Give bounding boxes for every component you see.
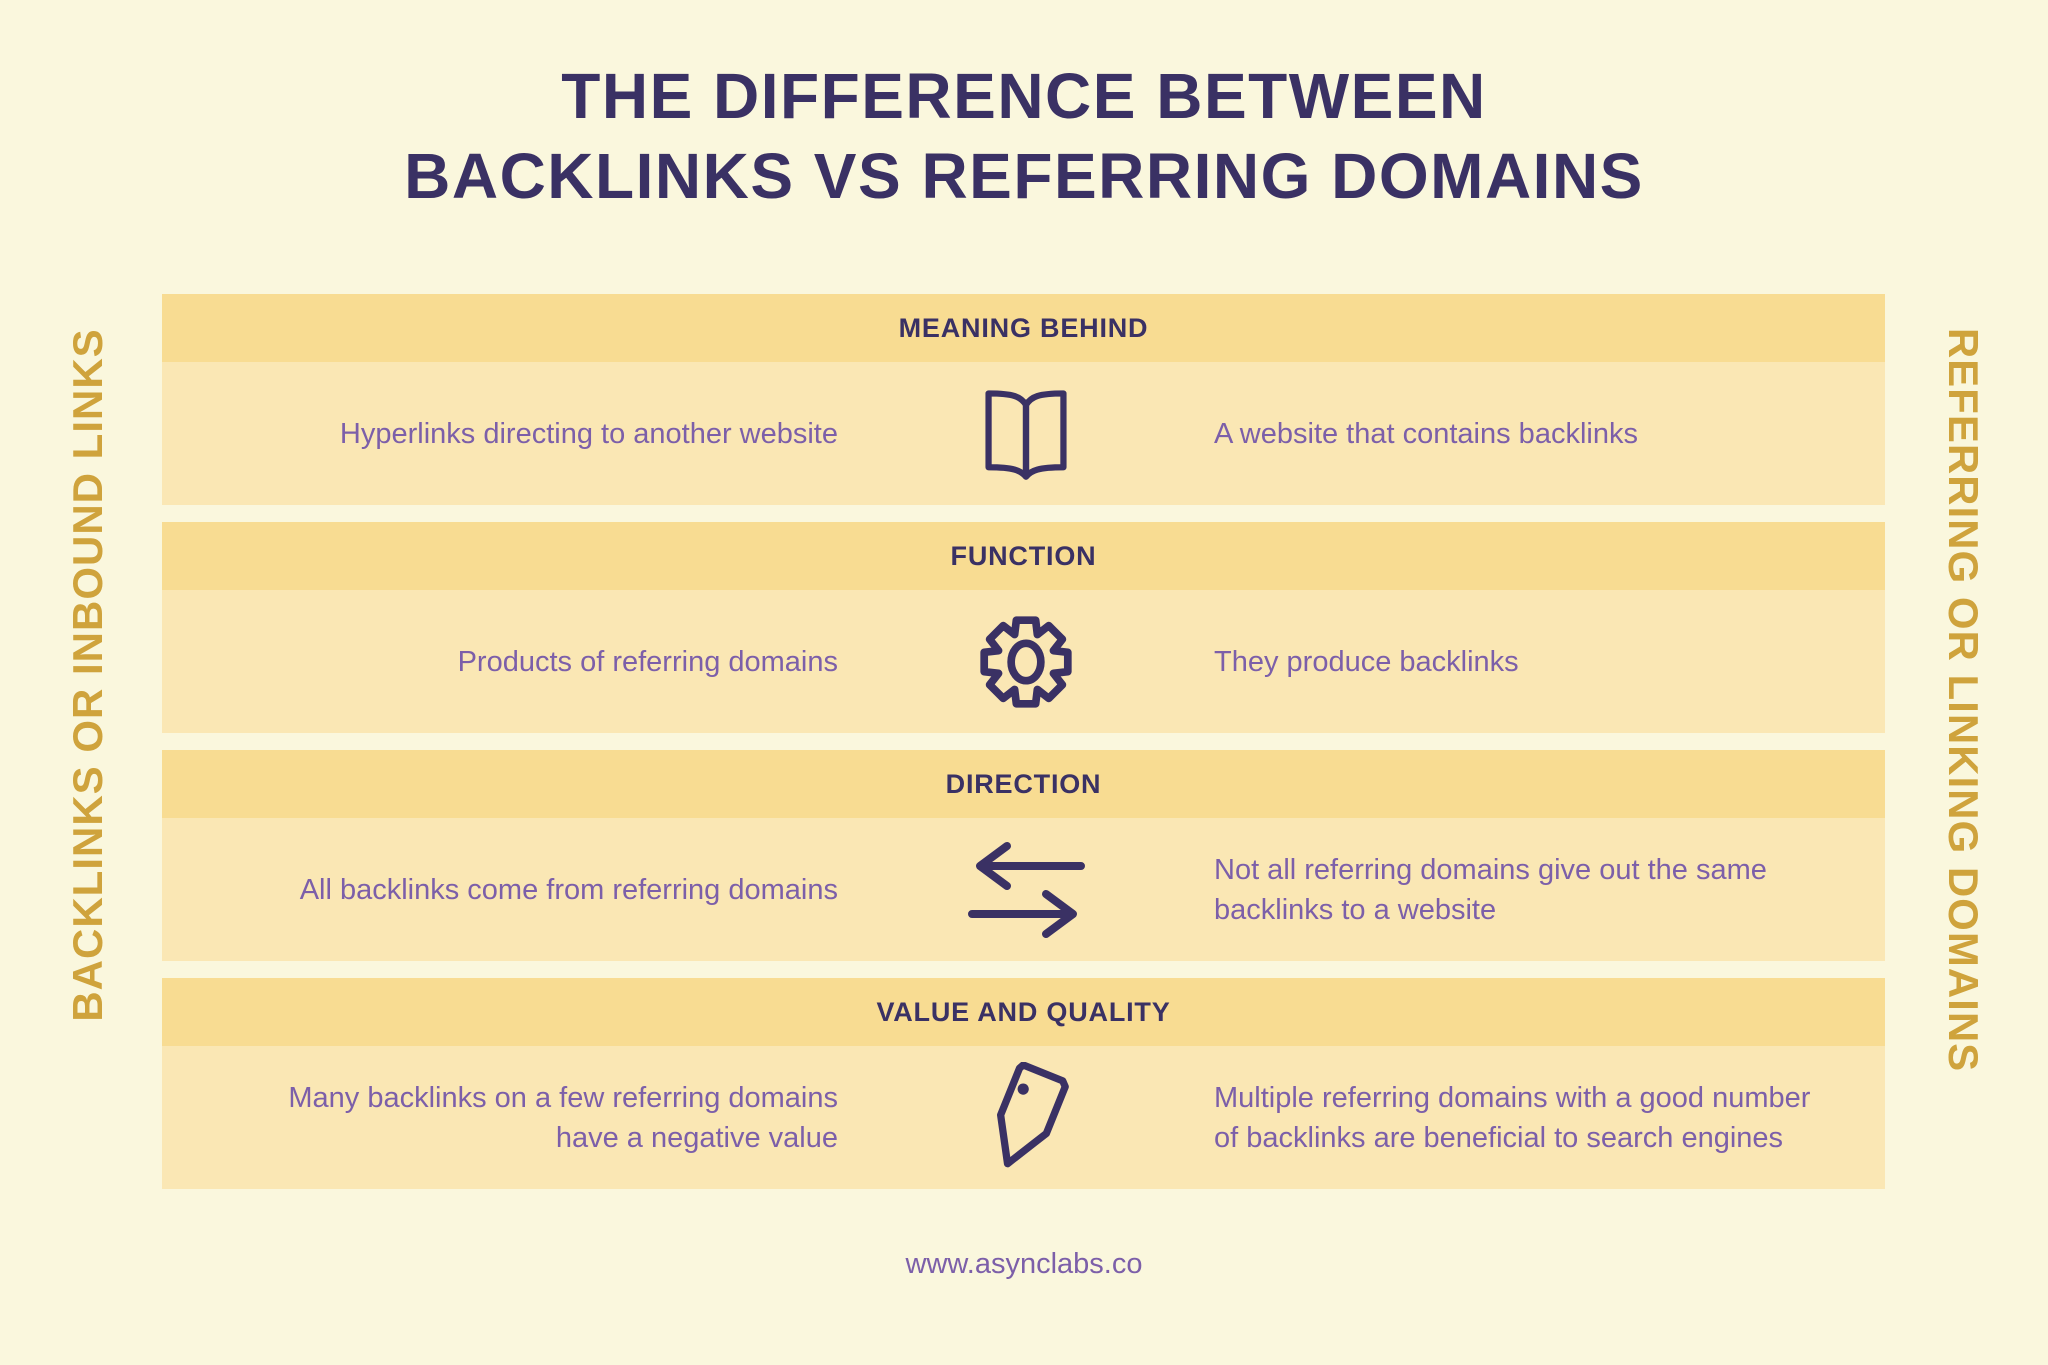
section-content: Many backlinks on a few referring domain… [162,1046,1885,1189]
section-content: Products of referring domains They produ… [162,590,1885,733]
footer-url: www.asynclabs.co [905,1248,1143,1280]
price-tag-icon [838,1046,1214,1189]
backlinks-meaning-text: Hyperlinks directing to another website [339,417,838,450]
section-header: VALUE AND QUALITY [162,978,1885,1046]
section-function: FUNCTION Products of referring domains T… [162,522,1885,733]
domains-function-text: They produce backlinks [1214,645,1519,678]
section-header: DIRECTION [162,750,1885,818]
backlinks-direction-text: All backlinks come from referring domain… [299,873,838,906]
domains-meaning-text: A website that contains backlinks [1214,417,1638,450]
open-book-icon [838,362,1214,505]
left-right-arrows-icon [838,818,1214,961]
backlinks-function-text: Products of referring domains [457,645,838,678]
gear-icon [838,590,1214,733]
backlinks-value-text: Many backlinks on a few referring domain… [288,1081,838,1154]
section-content: All backlinks come from referring domain… [162,818,1885,961]
left-vertical-label: BACKLINKS OR INBOUND LINKS [64,328,111,1022]
comparison-table: MEANING BEHIND Hyperlinks directing to a… [162,294,1885,1206]
section-content: Hyperlinks directing to another website … [162,362,1885,505]
section-header: FUNCTION [162,522,1885,590]
section-value-quality: VALUE AND QUALITY Many backlinks on a fe… [162,978,1885,1189]
domains-direction-text: Not all referring domains give out the s… [1214,853,1767,926]
right-vertical-label: REFERRING OR LINKING DOMAINS [1940,327,1987,1073]
page-title: THE DIFFERENCE BETWEEN BACKLINKS VS REFE… [404,60,1644,212]
section-direction: DIRECTION All backlinks come from referr… [162,750,1885,961]
section-header: MEANING BEHIND [162,294,1885,362]
domains-value-text: Multiple referring domains with a good n… [1214,1081,1811,1154]
section-meaning-behind: MEANING BEHIND Hyperlinks directing to a… [162,294,1885,505]
